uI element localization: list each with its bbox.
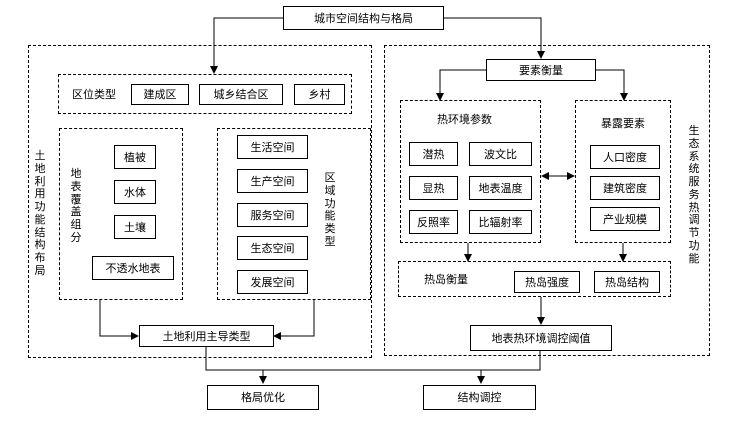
function-living: 生活空间 [237,135,308,159]
function-development: 发展空间 [237,270,308,294]
right-vertical-label: 生 态 系 统 服 务 热 调 节 功 能 [688,124,700,265]
title-box: 城市空间结构与格局 [283,6,444,30]
exposure-industry: 产业规模 [590,207,660,231]
thermal-params-label: 热环境参数 [437,113,492,126]
regional-function-group [217,128,371,300]
arrow-title-to-left [210,17,283,74]
location-rural: 乡村 [294,84,345,105]
exposure-building: 建筑密度 [590,176,660,200]
heat-island-structure: 热岛结构 [594,271,660,293]
surface-vegetation: 植被 [114,145,156,169]
location-row [58,74,352,114]
arrow-measure-right [596,69,628,101]
param-bowen-ratio: 波文比 [469,142,532,166]
heat-island-label: 热岛衡量 [424,273,468,286]
param-sensible-heat: 显热 [409,176,458,200]
surface-cover-group [59,128,183,300]
exposure-group [575,100,671,243]
param-latent-heat: 潜热 [409,142,458,166]
threshold-box: 地表热环境调控阈值 [470,325,612,351]
thermal-params-group [400,100,541,243]
factor-measure-box: 要素衡量 [486,59,596,81]
arrow-function-to-dominant [273,300,315,340]
regional-function-label: 区 域 功 能 类 型 [324,171,336,248]
function-production: 生产空间 [237,169,308,193]
param-emissivity: 比辐射率 [469,210,532,234]
location-label: 区位类型 [72,88,116,101]
exposure-population: 人口密度 [590,145,660,169]
exposure-label: 暴露要素 [601,117,645,130]
surface-soil: 土壤 [114,215,156,239]
title-text: 城市空间结构与格局 [314,11,413,25]
left-vertical-label: 土 地 利 用 功 能 结 构 布 局 [34,149,46,277]
heat-island-group [398,261,671,297]
param-surface-temp: 地表温度 [469,176,532,200]
line-dominant-down [205,347,541,371]
dominant-type-box: 土地利用主导类型 [139,325,274,347]
surface-impervious: 不透水地表 [92,256,174,280]
arrow-surface-to-dominant [99,300,139,340]
location-urban-rural: 城乡结合区 [199,84,283,105]
arrow-title-to-right [443,17,545,59]
surface-water: 水体 [114,180,156,204]
output-layout-optimization: 格局优化 [207,385,319,410]
right-container [384,45,710,356]
surface-cover-label: 地 表 覆 盖 组 分 [70,167,82,244]
function-ecological: 生态空间 [237,236,308,260]
arrow-measure-left [436,69,486,101]
function-service: 服务空间 [237,203,308,227]
param-albedo: 反照率 [409,210,458,234]
location-built-up: 建成区 [131,84,189,105]
heat-island-intensity: 热岛强度 [514,271,580,293]
output-structure-control: 结构调控 [423,385,536,410]
left-container [28,45,372,358]
